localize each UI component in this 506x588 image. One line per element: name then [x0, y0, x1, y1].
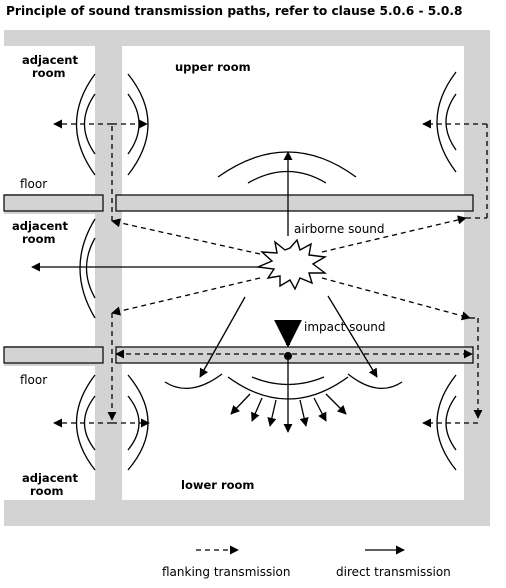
floor-slab-left-upper	[3, 194, 104, 212]
floor-slab-left-lower	[3, 346, 104, 364]
floor-label-top: floor	[20, 177, 47, 191]
lower-room-direct-arrows	[230, 360, 347, 433]
adjacent-room-top-label-line1: adjacent	[22, 53, 78, 67]
adjacent-room-top-label-line2: room	[32, 66, 65, 80]
legend-direct-label: direct transmission	[336, 565, 451, 579]
floor-slab-main-lower	[115, 346, 474, 364]
sound-source-burst-icon	[255, 238, 328, 291]
airborne-sound-label: airborne sound	[294, 222, 385, 236]
flanking-lower-paths	[53, 313, 483, 428]
upper-room-label: upper room	[175, 60, 251, 74]
adjacent-room-middle-area	[4, 214, 95, 346]
adjacent-room-mid-label-line2: room	[22, 232, 55, 246]
legend-flanking-label: flanking transmission	[162, 565, 291, 579]
impact-point-marker	[284, 352, 292, 360]
wall-radiation-arcs	[76, 71, 457, 471]
adjacent-room-bottom-label-line2: room	[30, 484, 63, 498]
floor-label-bottom: floor	[20, 373, 47, 387]
adjacent-room-mid-label-line1: adjacent	[12, 219, 68, 233]
adjacent-room-upper-area	[4, 46, 95, 194]
adjacent-room-bottom-label-line1: adjacent	[22, 471, 78, 485]
diagram-title: Principle of sound transmission paths, r…	[6, 4, 463, 18]
impact-sound-label: impact sound	[304, 320, 386, 334]
lower-room-label: lower room	[181, 478, 254, 492]
floor-slab-main-upper	[115, 194, 474, 212]
direct-transmission-arrows	[31, 262, 378, 378]
flanking-upper-paths	[53, 119, 488, 221]
adjacent-room-lower-area	[4, 366, 95, 500]
flanking-transmission-dashed-arrows	[111, 215, 471, 321]
